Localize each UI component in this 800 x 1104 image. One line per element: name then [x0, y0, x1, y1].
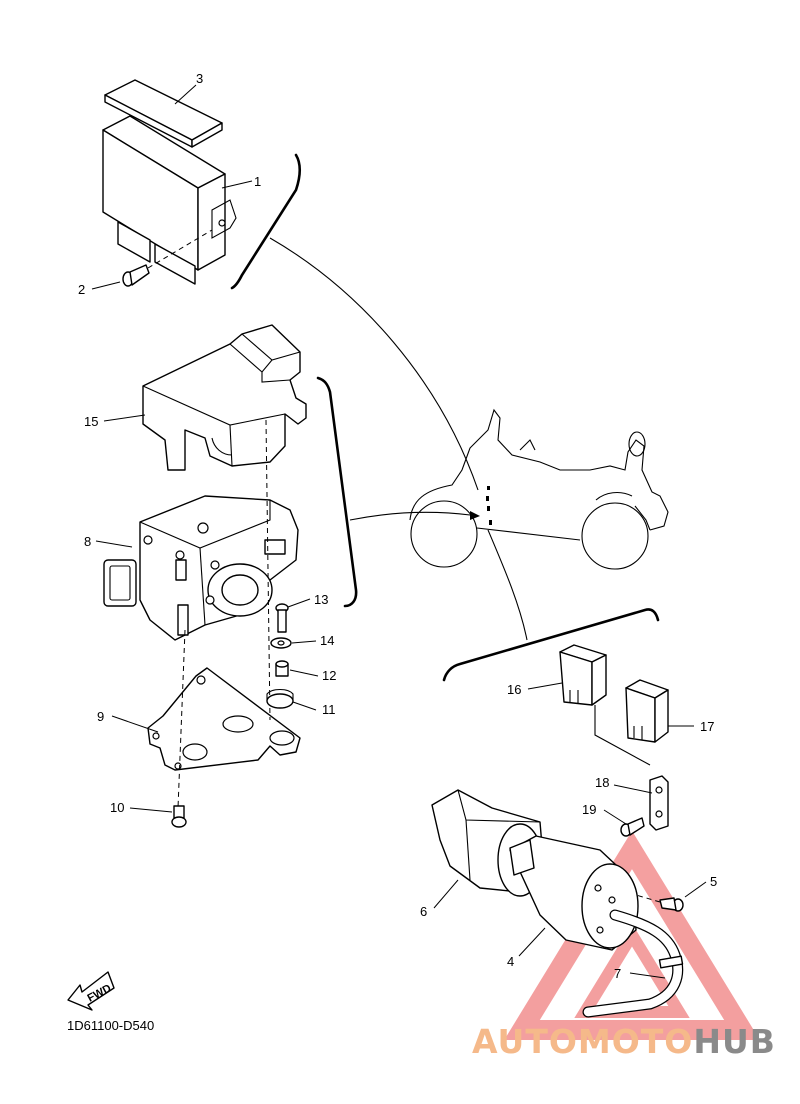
part-screw-19	[620, 817, 645, 837]
part-control-unit	[102, 115, 237, 285]
watermark-part2: HUB	[693, 1022, 776, 1061]
part-bracket	[147, 667, 301, 771]
callout-16: 16	[507, 682, 521, 697]
part-cover	[142, 324, 307, 471]
brace-top	[230, 153, 302, 290]
motorcycle-locator	[409, 408, 669, 570]
callout-12: 12	[322, 668, 336, 683]
svg-text:AUTOMOTOHUB: AUTOMOTOHUB	[472, 1022, 776, 1061]
callout-15: 15	[84, 414, 98, 429]
part-horn-4	[509, 835, 639, 951]
part-bolt-10	[171, 805, 187, 828]
locator-marks	[486, 486, 492, 525]
callout-19: 19	[582, 802, 596, 817]
callout-1: 1	[254, 174, 261, 189]
callout-9: 9	[97, 709, 104, 724]
callout-4: 4	[507, 954, 514, 969]
part-plate	[649, 775, 669, 831]
callout-7: 7	[614, 966, 621, 981]
part-pad	[104, 79, 223, 148]
callout-11: 11	[322, 702, 336, 717]
watermark-text: AUTOMOTOHUB	[472, 1022, 776, 1061]
brace-middle	[316, 376, 358, 608]
part-hose	[582, 909, 684, 1018]
callout-13: 13	[314, 592, 328, 607]
part-screw-5	[635, 894, 684, 912]
leader-lines	[91, 84, 707, 979]
part-relay-17	[594, 679, 669, 766]
callout-5: 5	[710, 874, 717, 889]
callout-6: 6	[420, 904, 427, 919]
callout-17: 17	[700, 719, 714, 734]
part-screw-2	[122, 229, 213, 287]
watermark-part1: AUTOMOTO	[472, 1022, 693, 1061]
callout-14: 14	[320, 633, 334, 648]
callout-2: 2	[78, 282, 85, 297]
part-stack	[177, 419, 294, 809]
part-hydraulic-unit	[103, 495, 299, 641]
callout-18: 18	[595, 775, 609, 790]
locator-leaders	[269, 237, 528, 641]
callout-3: 3	[196, 71, 203, 86]
part-relay-16	[559, 644, 607, 706]
callout-8: 8	[84, 534, 91, 549]
fwd-arrow-icon: FWD	[67, 971, 115, 1011]
document-code: 1D61100-D540	[67, 1018, 154, 1033]
brace-bottom	[442, 608, 660, 682]
callout-10: 10	[110, 800, 124, 815]
